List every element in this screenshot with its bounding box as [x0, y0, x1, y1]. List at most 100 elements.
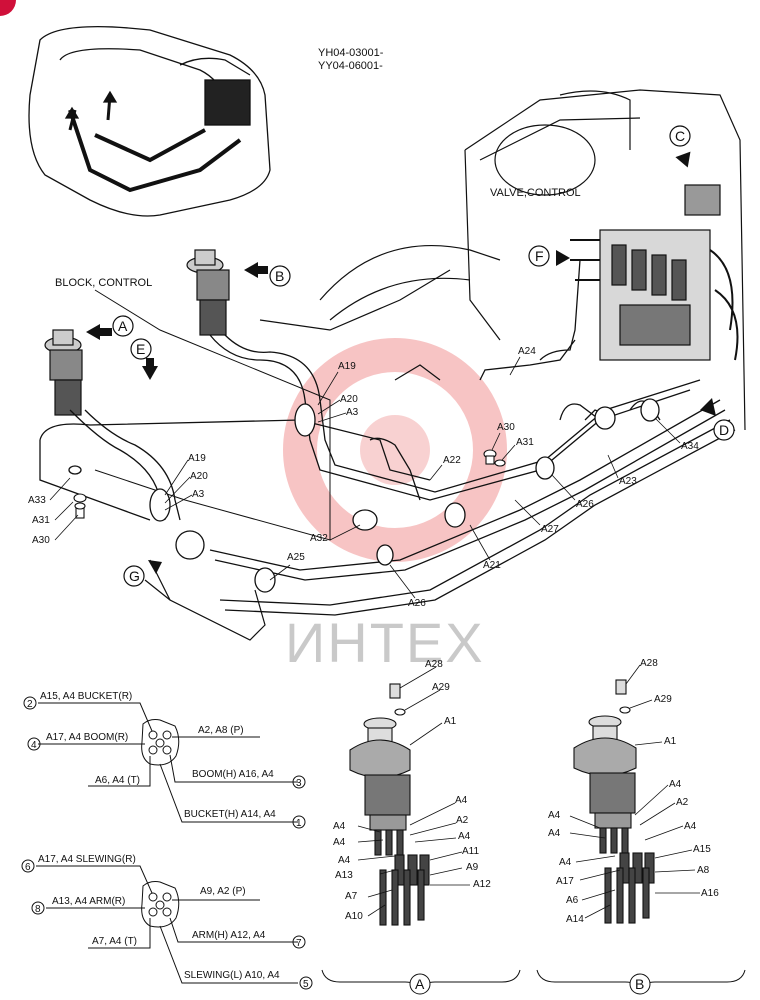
label-a23: A23	[619, 476, 637, 487]
port-label-tank-2: A7, A4 (T)	[92, 936, 137, 947]
label-a21: A21	[483, 560, 501, 571]
leader-lines	[49, 356, 681, 599]
arrow-b-icon	[244, 262, 258, 278]
watermark-text: ИНТЕХ	[285, 611, 485, 674]
label-a20-upper: A20	[340, 394, 358, 405]
port-label-boom-r: A17, A4 BOOM(R)	[46, 732, 128, 743]
detail-a-a4-4: A4	[458, 831, 471, 842]
detail-b-a4-5: A4	[559, 857, 572, 868]
serial-range-1: YH04-03001-	[318, 47, 384, 59]
detail-a-pilot-valve	[349, 683, 430, 926]
callout-f-text: F	[535, 248, 544, 264]
detail-a-a10: A10	[345, 911, 363, 922]
pilot-valve-b	[186, 249, 230, 336]
callout-d-text: D	[719, 422, 729, 438]
hose-clamps	[68, 398, 660, 593]
detail-b-a6: A6	[566, 895, 579, 906]
watermark-gear-hub	[360, 415, 430, 485]
detail-b-a1: A1	[664, 736, 677, 747]
port-label-bucket-r: A15, A4 BUCKET(R)	[40, 691, 132, 702]
label-a3-upper: A3	[346, 407, 359, 418]
callout-a	[112, 315, 134, 337]
machine-frame	[144, 89, 746, 641]
label-a26-bottom: A26	[408, 598, 426, 609]
port-label-bucket-h: BUCKET(H) A14, A4	[184, 809, 276, 820]
detail-a-a2: A2	[456, 815, 469, 826]
label-a32: A32	[310, 533, 328, 544]
port-num-5: 5	[303, 979, 309, 990]
detail-b-a17: A17	[556, 876, 574, 887]
port-num-3: 3	[296, 778, 302, 789]
label-a31-left: A31	[32, 515, 50, 526]
corner-marker	[0, 0, 16, 16]
detail-b-leaders	[569, 664, 700, 919]
detail-a-a9: A9	[466, 862, 479, 873]
hose-bundles	[39, 259, 736, 616]
detail-b-a4-4: A4	[548, 828, 561, 839]
port-num-2: 2	[27, 699, 33, 710]
label-a19-lower: A19	[188, 453, 206, 464]
label-a33: A33	[28, 495, 46, 506]
label-a30-center: A30	[497, 422, 515, 433]
detail-b-a16: A16	[701, 888, 719, 899]
detail-b-a4-3: A4	[684, 821, 697, 832]
callout-g-text: G	[129, 568, 140, 584]
callout-g	[123, 565, 145, 587]
detail-b-a4-1: A4	[669, 779, 682, 790]
label-a30-left: A30	[32, 535, 50, 546]
detail-a-a11: A11	[462, 846, 479, 857]
detail-a-a7: A7	[345, 891, 358, 902]
detail-b-a15: A15	[693, 844, 711, 855]
label-a19-upper: A19	[338, 361, 356, 372]
port-diagram-1	[23, 696, 306, 829]
detail-a-a4-5: A4	[338, 855, 351, 866]
callout-e	[130, 338, 152, 360]
arrow-e-icon	[142, 366, 158, 380]
detail-b-a28: A28	[640, 658, 658, 669]
callout-letters	[112, 125, 735, 587]
port-label-pilot-p1: A2, A8 (P)	[198, 725, 244, 736]
label-a25: A25	[287, 552, 305, 563]
label-a24: A24	[518, 346, 536, 357]
detail-a-a4-2: A4	[333, 821, 346, 832]
detail-a-a1: A1	[444, 716, 457, 727]
block-control-label: BLOCK, CONTROL	[55, 277, 152, 289]
label-a22: A22	[443, 455, 461, 466]
port-num-1: 1	[296, 818, 302, 829]
callout-c-text: C	[675, 128, 685, 144]
port-label-tank-1: A6, A4 (T)	[95, 775, 140, 786]
machine-overview-thumbnail	[28, 26, 271, 217]
arrow-f-icon	[556, 250, 570, 266]
port-label-boom-h: BOOM(H) A16, A4	[192, 769, 274, 780]
callout-d	[713, 419, 735, 441]
serial-range-2: YY04-06001-	[318, 60, 383, 72]
port-label-arm-r: A13, A4 ARM(R)	[52, 896, 125, 907]
label-a31-center: A31	[516, 437, 534, 448]
detail-a-title: A	[415, 976, 425, 992]
callout-b-text: B	[275, 268, 284, 284]
detail-b-title: B	[635, 976, 644, 992]
detail-a-leaders	[357, 666, 470, 917]
callout-b	[269, 265, 291, 287]
detail-b-a14: A14	[566, 914, 584, 925]
pilot-valve-a	[44, 329, 83, 416]
port-label-slewing-l: SLEWING(L) A10, A4	[184, 970, 280, 981]
port-num-4: 4	[31, 740, 37, 751]
detail-a-a12: A12	[473, 879, 491, 890]
port-num-8: 8	[35, 904, 41, 915]
arrow-a-icon	[86, 324, 100, 340]
callout-e-text: E	[136, 341, 145, 357]
label-a3-lower: A3	[192, 489, 205, 500]
arrow-d-icon	[700, 398, 716, 416]
control-valve-assembly	[570, 184, 739, 361]
label-a27: A27	[541, 524, 559, 535]
callout-arrows	[86, 151, 716, 574]
detail-a-a13: A13	[335, 870, 353, 881]
port-num-7: 7	[296, 938, 302, 949]
detail-b-a4-2: A4	[548, 810, 561, 821]
port-label-pilot-p2: A9, A2 (P)	[200, 886, 246, 897]
label-a34: A34	[681, 441, 699, 452]
detail-a-bracket	[321, 969, 521, 995]
